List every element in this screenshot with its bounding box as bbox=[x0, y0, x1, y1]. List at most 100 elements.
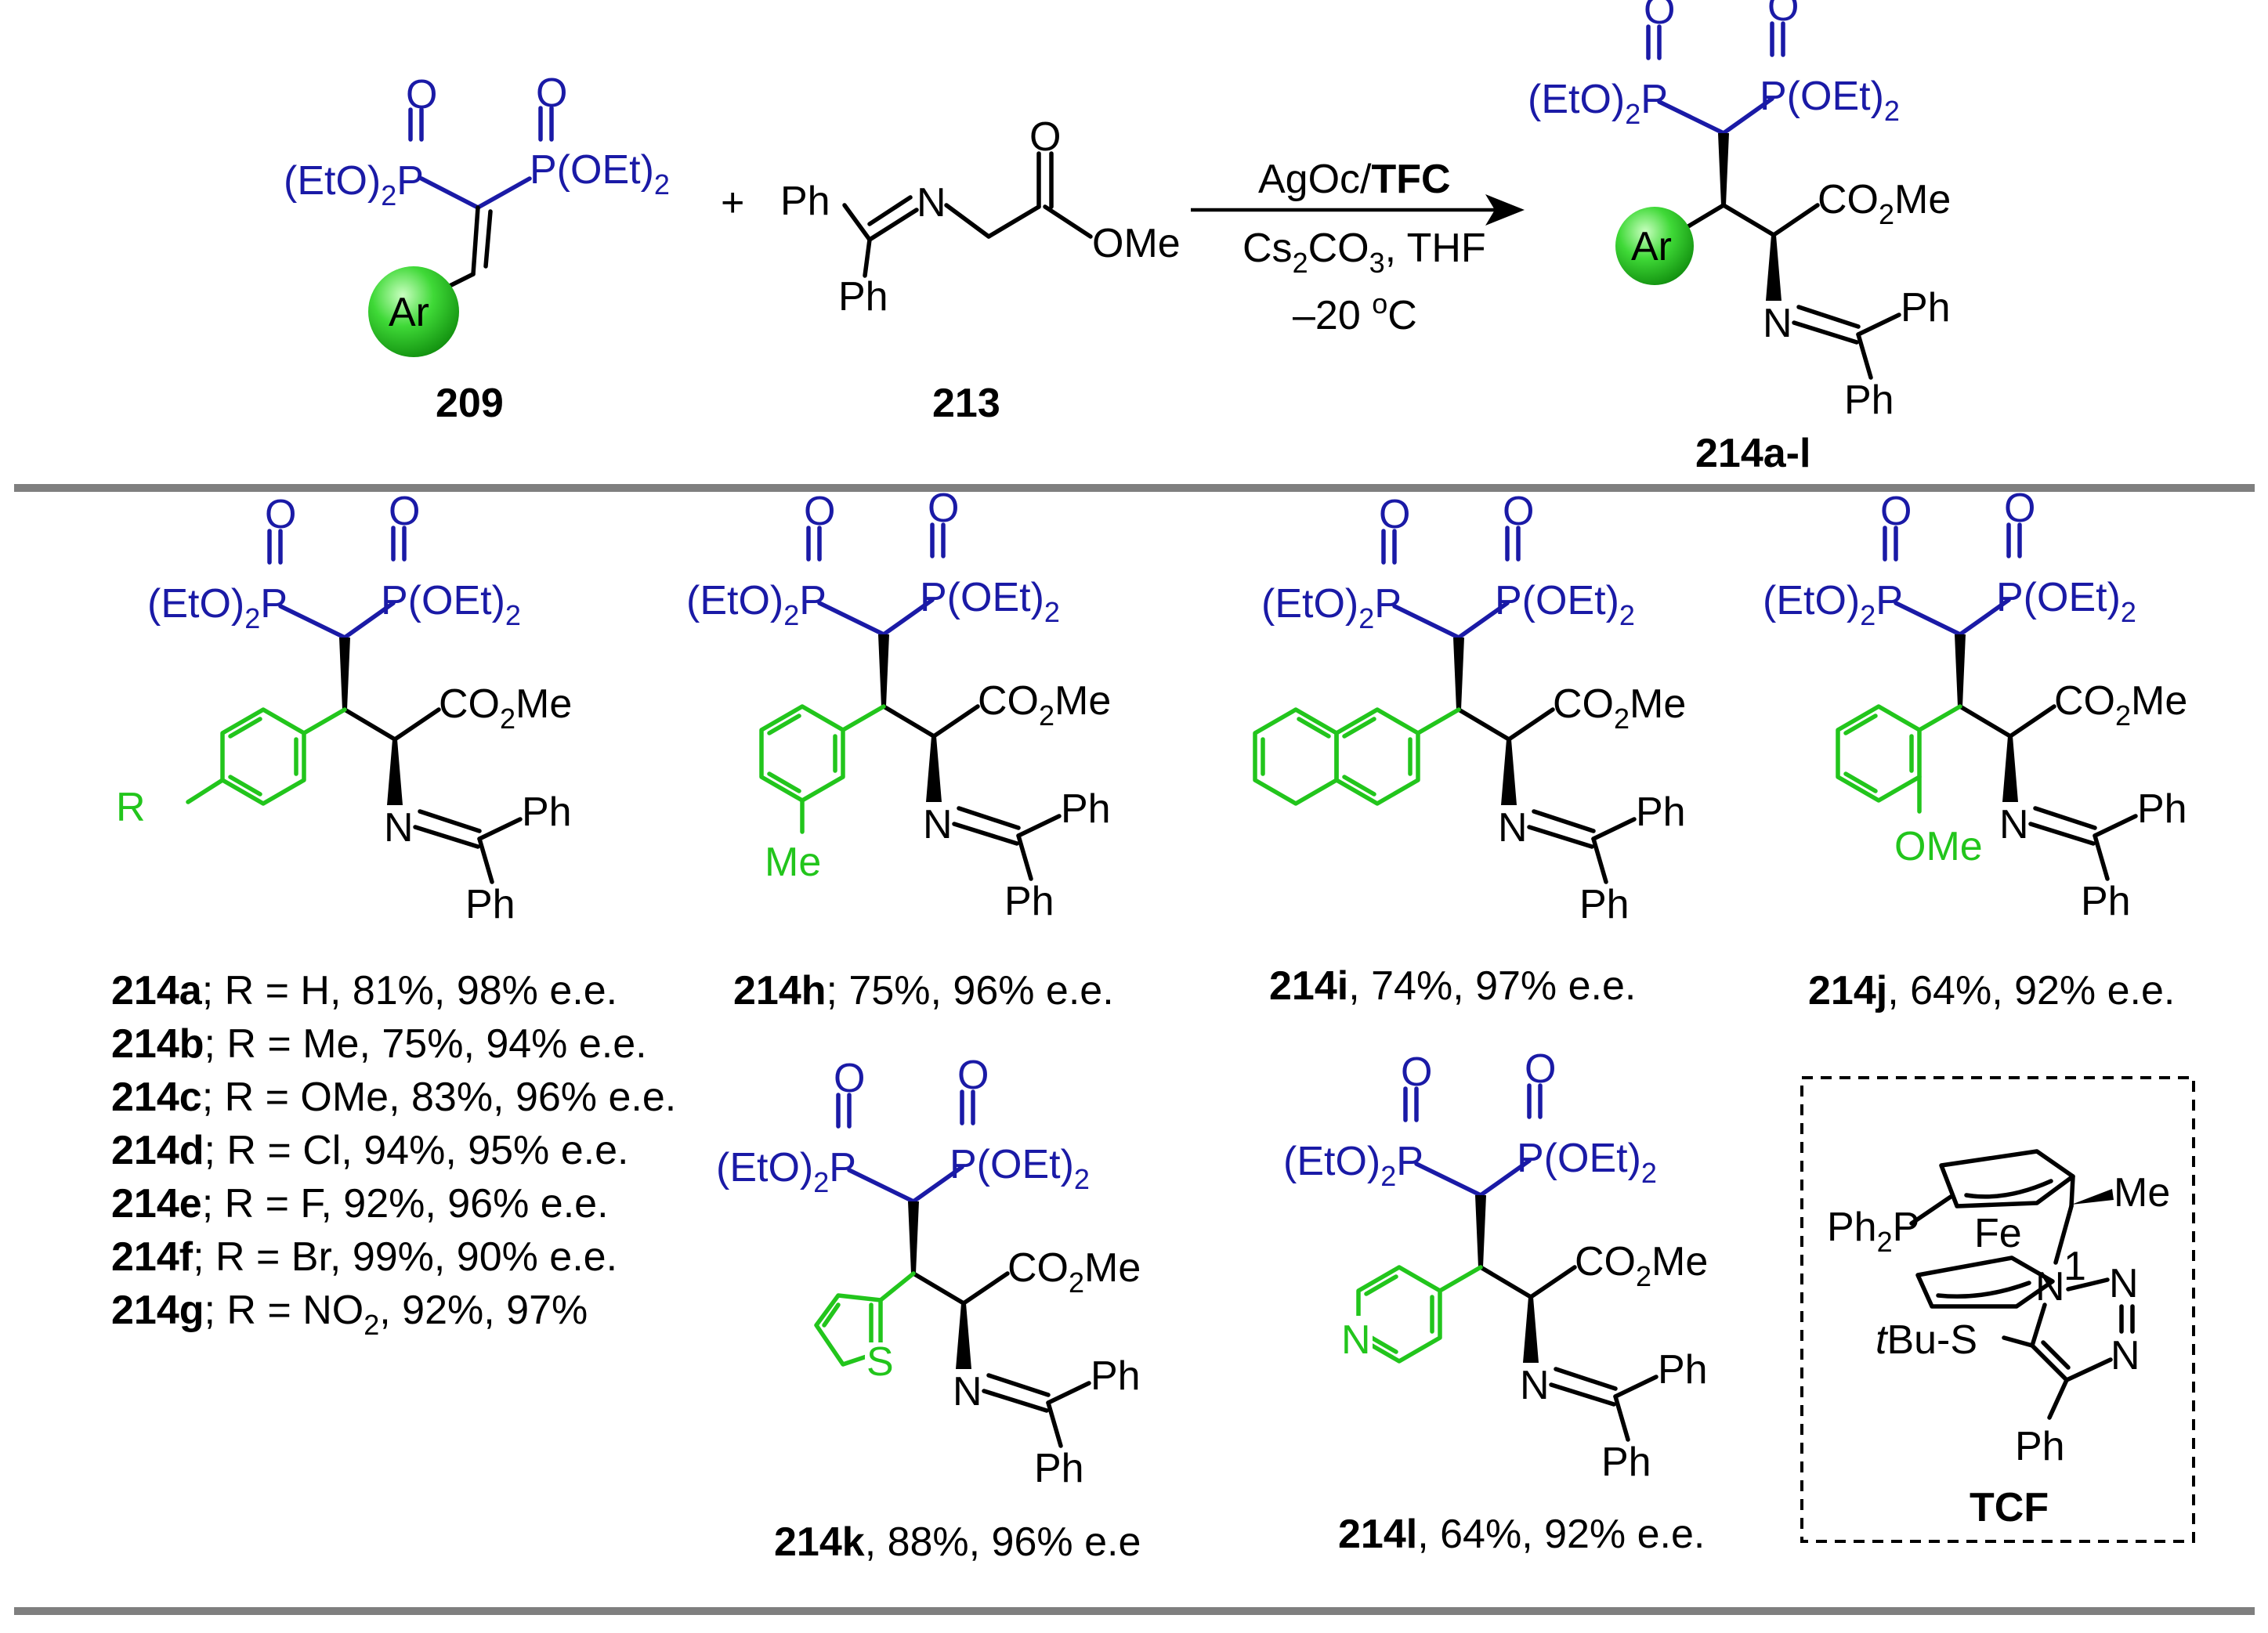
ester-label: CO2Me bbox=[978, 678, 1111, 732]
phenyl-label: Ph bbox=[465, 882, 515, 927]
oxygen-label: O bbox=[1644, 0, 1675, 33]
product-214a-g: R (EtO)2P P(OEt)2 O O CO2Me N Ph Ph bbox=[116, 489, 572, 927]
phenyl-label: Ph bbox=[522, 789, 572, 835]
oxygen-label: O bbox=[389, 489, 420, 534]
oxygen-label: O bbox=[1029, 114, 1061, 160]
product-214h: Me (EtO)2P P(OEt)2 O O CO2Me N Ph Ph bbox=[686, 486, 1111, 924]
phenyl-label: Ph bbox=[2015, 1424, 2065, 1469]
compound-label-213: 213 bbox=[932, 381, 1000, 426]
locant-label: 1 bbox=[2064, 1244, 2086, 1289]
methoxy-label: OMe bbox=[1092, 221, 1181, 266]
phosphonate-label: P(OEt)2 bbox=[1495, 578, 1635, 631]
phenyl-label: Ph bbox=[2081, 879, 2131, 924]
nitrogen-label: N bbox=[2111, 1333, 2140, 1378]
phosphonate-label: (EtO)2P bbox=[1528, 77, 1668, 130]
plus-sign: + bbox=[721, 180, 744, 226]
phosphonate-label: P(OEt)2 bbox=[530, 147, 670, 201]
product-214l: N (EtO)2P P(OEt)2 O O CO2Me N Ph Ph bbox=[1283, 1046, 1708, 1485]
nitrogen-label: N bbox=[1999, 802, 2029, 847]
phosphonate-label: (EtO)2P bbox=[284, 158, 424, 211]
phosphonate-label: (EtO)2P bbox=[147, 581, 288, 634]
nitrogen-label: N bbox=[2035, 1264, 2065, 1310]
phosphonate-label: (EtO)2P bbox=[686, 578, 827, 631]
entry-214d: 214d; R = Cl, 94%, 95% e.e. bbox=[111, 1128, 628, 1173]
phenyl-label: Ph bbox=[1901, 285, 1951, 331]
oxygen-label: O bbox=[1379, 492, 1410, 537]
entry-214i: 214i, 74%, 97% e.e. bbox=[1269, 963, 1636, 1009]
nitrogen-label: N bbox=[923, 802, 953, 847]
conditions-temperature: –20 oC bbox=[1293, 287, 1417, 338]
compound-213: Ph N Ph O OMe 213 bbox=[780, 114, 1181, 426]
entry-214b: 214b; R = Me, 75%, 94% e.e. bbox=[111, 1021, 647, 1067]
product-214k: S (EtO)2P P(OEt)2 O O CO2Me N Ph Ph bbox=[716, 1053, 1141, 1491]
entries-list: 214a; R = H, 81%, 98% e.e. 214b; R = Me,… bbox=[111, 968, 676, 1341]
ligand-name-label: TCF bbox=[1970, 1485, 2049, 1530]
phenyl-label: Ph bbox=[2137, 786, 2187, 832]
ester-label: CO2Me bbox=[1818, 177, 1951, 230]
ester-label: CO2Me bbox=[439, 681, 572, 735]
phenyl-label: Ph bbox=[780, 179, 830, 224]
oxygen-label: O bbox=[1503, 489, 1534, 534]
phosphonate-label: P(OEt)2 bbox=[950, 1142, 1090, 1195]
entry-214e: 214e; R = F, 92%, 96% e.e. bbox=[111, 1181, 609, 1227]
entry-214k: 214k, 88%, 96% e.e bbox=[774, 1519, 1141, 1565]
phenyl-label: Ph bbox=[1601, 1440, 1651, 1485]
entry-214c: 214c; R = OMe, 83%, 96% e.e. bbox=[111, 1075, 676, 1120]
phenyl-label: Ph bbox=[1004, 879, 1054, 924]
ester-label: CO2Me bbox=[2054, 678, 2187, 732]
phenyl-label: Ph bbox=[1844, 378, 1894, 423]
ester-label: CO2Me bbox=[1575, 1239, 1708, 1292]
phenyl-label: Ph bbox=[1034, 1446, 1084, 1491]
oxygen-label: O bbox=[406, 72, 437, 117]
nitrogen-label: N bbox=[1763, 301, 1792, 346]
phenyl-label: Ph bbox=[1579, 882, 1630, 927]
oxygen-label: O bbox=[536, 70, 567, 116]
oxygen-label: O bbox=[957, 1053, 989, 1098]
phenyl-label: Ph bbox=[1091, 1353, 1141, 1399]
tbu-s-label: tBu-S bbox=[1876, 1317, 1977, 1363]
nitrogen-label: N bbox=[384, 805, 414, 851]
ligand-tcf-box: Fe Ph2P Me N 1 N N Ph tBu-S TCF bbox=[1800, 1076, 2195, 1543]
phenyl-label: Ph bbox=[838, 274, 888, 320]
conditions-catalyst: AgOc/TFC bbox=[1258, 157, 1451, 202]
oxygen-label: O bbox=[928, 486, 959, 531]
phosphonate-label: (EtO)2P bbox=[716, 1145, 856, 1198]
ester-label: CO2Me bbox=[1007, 1245, 1141, 1299]
phosphonate-label: (EtO)2P bbox=[1283, 1139, 1423, 1192]
reaction-arrow bbox=[1191, 194, 1525, 226]
nitrogen-label: N bbox=[1520, 1363, 1550, 1408]
compound-209: O O (EtO)2P P(OEt)2 Ar 209 bbox=[284, 70, 670, 426]
oxygen-label: O bbox=[1767, 0, 1799, 30]
entry-214g: 214g; R = NO2, 92%, 97% bbox=[111, 1288, 588, 1341]
nitrogen-label: N bbox=[1341, 1317, 1371, 1363]
methyl-label: Me bbox=[765, 840, 821, 885]
entry-214l: 214l, 64%, 92% e.e. bbox=[1338, 1512, 1705, 1557]
oxygen-label: O bbox=[1401, 1050, 1432, 1095]
oxygen-label: O bbox=[1525, 1046, 1556, 1092]
sulfur-label: S bbox=[866, 1339, 894, 1385]
oxygen-label: O bbox=[804, 489, 835, 534]
oxygen-label: O bbox=[2004, 486, 2035, 531]
compound-label-209: 209 bbox=[436, 381, 504, 426]
aryl-ball bbox=[1615, 207, 1694, 285]
phenyl-label: Ph bbox=[1636, 789, 1686, 835]
product-214i: (EtO)2P P(OEt)2 O O CO2Me N Ph Ph bbox=[1253, 489, 1686, 927]
aryl-label: Ar bbox=[1631, 224, 1672, 269]
methyl-label: Me bbox=[2114, 1170, 2170, 1216]
r-substituent-label: R bbox=[116, 785, 146, 830]
aryl-ball bbox=[368, 266, 459, 357]
oxygen-label: O bbox=[265, 492, 296, 537]
iron-label: Fe bbox=[1974, 1211, 2022, 1256]
methoxy-label: OMe bbox=[1894, 824, 1983, 869]
phosphonate-label: (EtO)2P bbox=[1261, 581, 1402, 634]
ester-label: CO2Me bbox=[1553, 681, 1686, 735]
divider-rule bbox=[14, 484, 2255, 492]
aryl-label: Ar bbox=[389, 290, 429, 335]
entry-214j: 214j, 64%, 92% e.e. bbox=[1808, 968, 2175, 1013]
product-label-214a-l: 214a-l bbox=[1695, 431, 1810, 476]
phosphonate-label: P(OEt)2 bbox=[1996, 575, 2136, 628]
product-214-general: (EtO)2P P(OEt)2 O O CO2Me N Ph Ph Ar bbox=[1528, 0, 1951, 423]
product-214j: OMe (EtO)2P P(OEt)2 O O CO2Me N Ph Ph bbox=[1763, 486, 2187, 924]
oxygen-label: O bbox=[834, 1056, 865, 1101]
